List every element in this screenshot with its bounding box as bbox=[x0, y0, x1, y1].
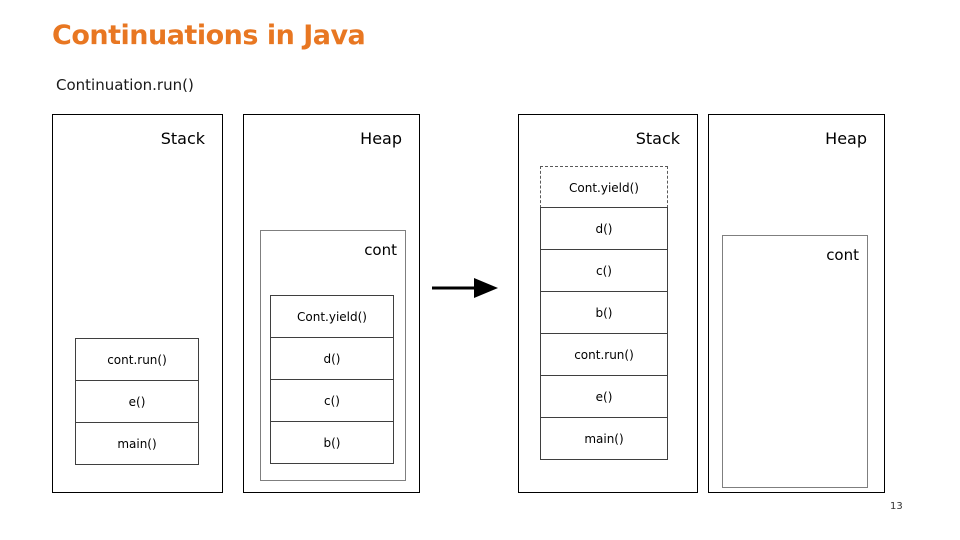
stack-frames-after: d()c()b()cont.run()e()main() bbox=[540, 207, 668, 460]
arrow-right-icon bbox=[432, 278, 498, 298]
heap-frame: c() bbox=[270, 379, 394, 422]
cont-object-after-label: cont bbox=[826, 246, 859, 264]
heap-frame: Cont.yield() bbox=[270, 295, 394, 338]
stack-frame: e() bbox=[75, 380, 199, 423]
dashed-stack-frame: Cont.yield() bbox=[540, 166, 668, 208]
cont-object-before-label: cont bbox=[364, 241, 397, 259]
cont-object-before: cont Cont.yield()d()c()b() bbox=[260, 230, 406, 481]
page-number: 13 bbox=[890, 501, 903, 512]
stack-frame: cont.run() bbox=[75, 338, 199, 381]
stack-frame: main() bbox=[540, 417, 668, 460]
stack-frame: cont.run() bbox=[540, 333, 668, 376]
stack-frame: b() bbox=[540, 291, 668, 334]
stack-frame: e() bbox=[540, 375, 668, 418]
stack-frame: d() bbox=[540, 207, 668, 250]
heap-frame: b() bbox=[270, 421, 394, 464]
slide-subtitle: Continuation.run() bbox=[56, 76, 194, 94]
stack-panel-after-label: Stack bbox=[635, 129, 680, 148]
stack-frame: main() bbox=[75, 422, 199, 465]
stack-panel-after: Stack Cont.yield() d()c()b()cont.run()e(… bbox=[518, 114, 698, 493]
heap-frame: d() bbox=[270, 337, 394, 380]
heap-panel-after-label: Heap bbox=[825, 129, 867, 148]
slide-title: Continuations in Java bbox=[52, 20, 366, 51]
heap-panel-before: Heap cont Cont.yield()d()c()b() bbox=[243, 114, 420, 493]
heap-frames-before: Cont.yield()d()c()b() bbox=[270, 295, 394, 464]
stack-panel-before-label: Stack bbox=[160, 129, 205, 148]
stack-frames-before: cont.run()e()main() bbox=[75, 338, 199, 465]
heap-panel-before-label: Heap bbox=[360, 129, 402, 148]
cont-object-after: cont bbox=[722, 235, 868, 488]
stack-frame: c() bbox=[540, 249, 668, 292]
heap-panel-after: Heap cont bbox=[708, 114, 885, 493]
stack-panel-before: Stack cont.run()e()main() bbox=[52, 114, 223, 493]
